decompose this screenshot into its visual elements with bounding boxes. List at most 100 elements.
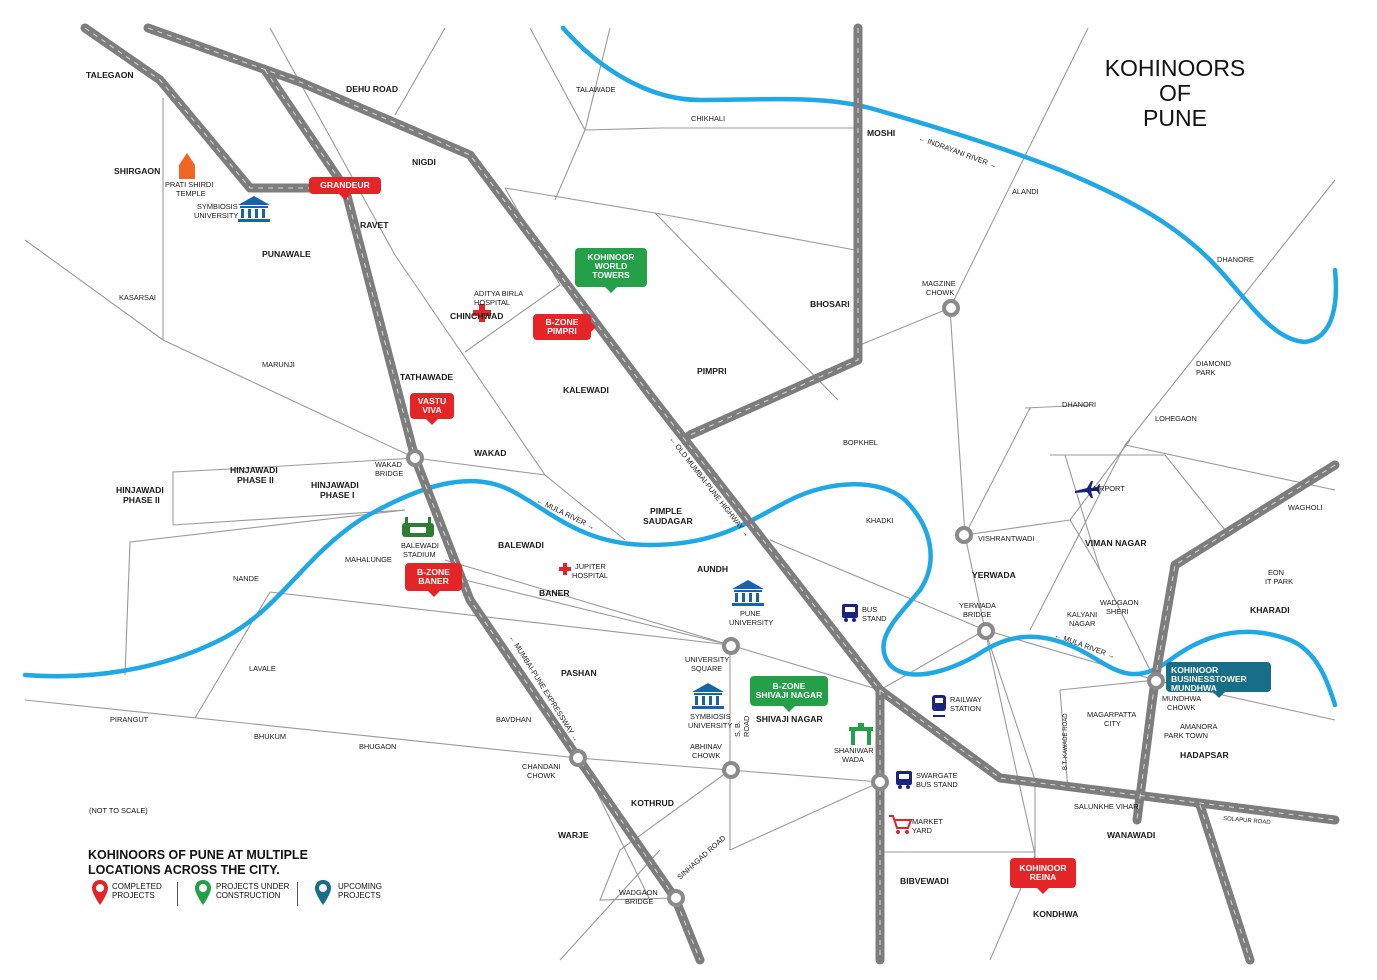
junction-label: BRIDGE <box>375 469 403 478</box>
area-label: PHASE II <box>237 475 274 485</box>
area-label: TALAWADE <box>576 85 616 94</box>
mula-river <box>22 478 1338 708</box>
project-pin-b-zone-baner[interactable]: B-ZONE BANER <box>405 563 462 597</box>
bus-icon <box>842 604 858 622</box>
area-label: WAKAD <box>474 448 506 458</box>
airplane-icon <box>1075 481 1100 498</box>
area-label: SHIRGAON <box>114 166 160 176</box>
junction-label: ABHINAV <box>690 742 722 751</box>
landmark-label: SHANIWAR <box>834 746 874 755</box>
road-label: B.T. KAWADE ROAD <box>1063 713 1069 770</box>
area-label: LAVALE <box>249 664 276 673</box>
river-label: ← MULA RIVER → <box>535 496 596 532</box>
area-label: DIAMOND <box>1196 359 1231 368</box>
area-label: PIMPRI <box>697 366 727 376</box>
area-label: KHADKI <box>866 516 894 525</box>
project-pin-vastu-viva[interactable]: VASTU VIVA <box>410 393 454 425</box>
landmark-label: BALEWADI <box>401 541 439 550</box>
road-label: SOLAPUR ROAD <box>1223 816 1272 826</box>
junction-label: CHANDANI <box>522 762 561 771</box>
landmark-label: TEMPLE <box>176 189 206 198</box>
junction-university-square <box>722 637 740 655</box>
area-label: PARK <box>1196 368 1216 377</box>
landmark-label: YARD <box>912 826 932 835</box>
project-pin-kohinoor-reina[interactable]: KOHINOOR REINA <box>1010 858 1076 894</box>
area-label: IT PARK <box>1265 577 1293 586</box>
landmark-label: SYMBIOSIS <box>197 202 238 211</box>
junction-wakad-bridge <box>406 449 424 467</box>
landmark-label: BUS STAND <box>916 780 958 789</box>
landmark-label: STATION <box>950 704 981 713</box>
landmark-label: RAILWAY <box>950 695 982 704</box>
area-label: BANER <box>539 588 570 598</box>
area-label: BOPKHEL <box>843 438 878 447</box>
area-label: BHOSARI <box>810 299 850 309</box>
university-icon <box>732 580 764 606</box>
project-pin-kohinoor-businesstower-mundhwa[interactable]: KOHINOOR BUSINESSTOWER MUNDHWA <box>1166 662 1271 698</box>
area-label: DHANORI <box>1062 400 1096 409</box>
area-label: PIMPLE <box>650 506 682 516</box>
area-label: HINJAWADI <box>116 485 164 495</box>
road-label: S. B. <box>733 721 742 737</box>
area-label: PUNAWALE <box>262 249 311 259</box>
landmark-label: SWARGATE <box>916 771 958 780</box>
landmark-label: UNIVERSITY <box>688 721 732 730</box>
temple-icon <box>179 153 195 179</box>
train-icon <box>932 695 946 717</box>
project-pin-grandeur[interactable]: GRANDEUR <box>309 177 381 200</box>
junction-markers <box>406 299 1165 907</box>
junction-label: BRIDGE <box>963 610 991 619</box>
landmark-label: PUNE <box>740 609 761 618</box>
landmark-label: STADIUM <box>403 550 436 559</box>
area-label: PARK TOWN <box>1164 731 1208 740</box>
project-pin-b-zone-shivaji-nagar[interactable]: B-ZONE SHIVAJI NAGAR <box>750 676 828 712</box>
junction-chandani-chowk <box>569 749 587 767</box>
landmark-label: ADITYA BIRLA <box>474 289 523 298</box>
junction-magzine-chowk <box>942 299 960 317</box>
project-pin-kohinoor-world-towers[interactable]: KOHINOOR WORLD TOWERS <box>575 248 647 293</box>
road-label: ← MUMBAI-PUNE EXPRESSWAY → <box>507 633 580 743</box>
area-label: WAGHOLI <box>1288 503 1323 512</box>
area-label: HINJAWADI <box>230 465 278 475</box>
junction-label: CHOWK <box>527 771 555 780</box>
junction-label: BRIDGE <box>625 897 653 906</box>
junction-swargate <box>871 773 889 791</box>
area-label: NIGDI <box>412 157 436 167</box>
area-label: RAVET <box>360 220 389 230</box>
area-label: EON <box>1268 568 1284 577</box>
junction-label: WAKAD <box>375 460 402 469</box>
area-label: MAHALUNGE <box>345 555 392 564</box>
river-label: ← MULA RIVER → <box>1053 630 1116 660</box>
junction-abhinav-chowk <box>722 761 740 779</box>
landmark-label: WADA <box>842 755 864 764</box>
area-label: BHUGAON <box>359 742 396 751</box>
area-label: ALANDI <box>1012 187 1039 196</box>
junction-label: CHOWK <box>926 288 954 297</box>
legend-divider <box>297 882 298 906</box>
landmark-label: AIRPORT <box>1092 484 1125 493</box>
junction-label: MUNDHWA <box>1162 694 1201 703</box>
area-label: AMANORA <box>1180 722 1217 731</box>
legend-completed-label: COMPLETED PROJECTS <box>112 882 162 900</box>
hospital-icon <box>473 304 491 322</box>
area-label: MARUNJI <box>262 360 295 369</box>
area-label: KASARSAI <box>119 293 156 302</box>
map-pin-green-icon <box>195 880 211 905</box>
area-label: KONDHWA <box>1033 909 1078 919</box>
bus-icon <box>896 771 912 789</box>
area-label: LOHEGAON <box>1155 414 1197 423</box>
project-pin-b-zone-pimpri[interactable]: B-ZONE PIMPRI <box>533 314 596 340</box>
stadium-icon <box>402 517 434 537</box>
area-label: NANDE <box>233 574 259 583</box>
rivers <box>22 25 1339 708</box>
map-pin-teal-icon <box>315 880 331 905</box>
area-label: KALEWADI <box>563 385 609 395</box>
area-label: YERWADA <box>972 570 1016 580</box>
university-icon <box>692 683 724 709</box>
road-label: SINHAGAD ROAD <box>675 833 727 881</box>
landmark-label: PRATI SHIRDI <box>165 180 213 189</box>
landmark-label: MARKET <box>912 817 943 826</box>
landmark-label: UNIVERSITY <box>729 618 773 627</box>
